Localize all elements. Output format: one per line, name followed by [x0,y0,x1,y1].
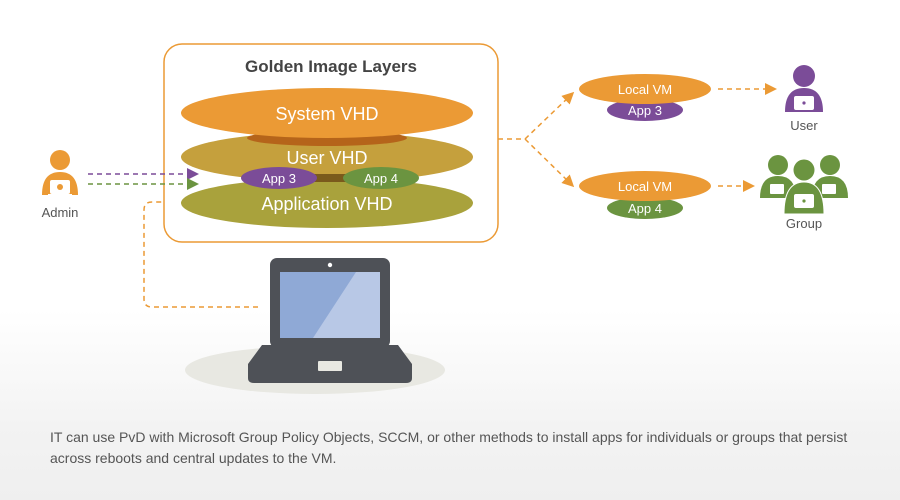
app3-label: App 3 [262,171,296,186]
user-label: User [790,118,818,133]
app4-pill [343,167,419,189]
app4-vm-pill [607,197,683,219]
app4-label: App 4 [364,171,398,186]
app-bridge [300,174,360,182]
vm2-app-label: App 4 [628,201,662,216]
laptop-icon [248,258,412,383]
group-label: Group [786,216,822,231]
system-vhd-label: System VHD [275,104,378,124]
laptop-connector [143,201,258,308]
admin-icon [42,150,78,196]
user-icon [785,65,823,112]
branch-arrow-bottom [524,138,575,188]
group-icon [760,155,848,215]
application-vhd-label: Application VHD [261,194,392,214]
golden-box-title: Golden Image Layers [245,57,417,76]
app3-vm-pill [607,99,683,121]
vm1-label: Local VM [618,82,672,97]
system-vhd-layer [181,88,473,138]
caption-text: IT can use PvD with Microsoft Group Poli… [50,429,848,466]
application-vhd-layer [181,178,473,228]
branch-arrow-top [524,91,575,140]
app3-pill [241,167,317,189]
admin-label: Admin [42,205,79,220]
vm2-label: Local VM [618,179,672,194]
local-vm-top [579,74,711,104]
local-vm-bottom [579,171,711,201]
user-vhd-label: User VHD [286,148,367,168]
vm1-app-label: App 3 [628,103,662,118]
